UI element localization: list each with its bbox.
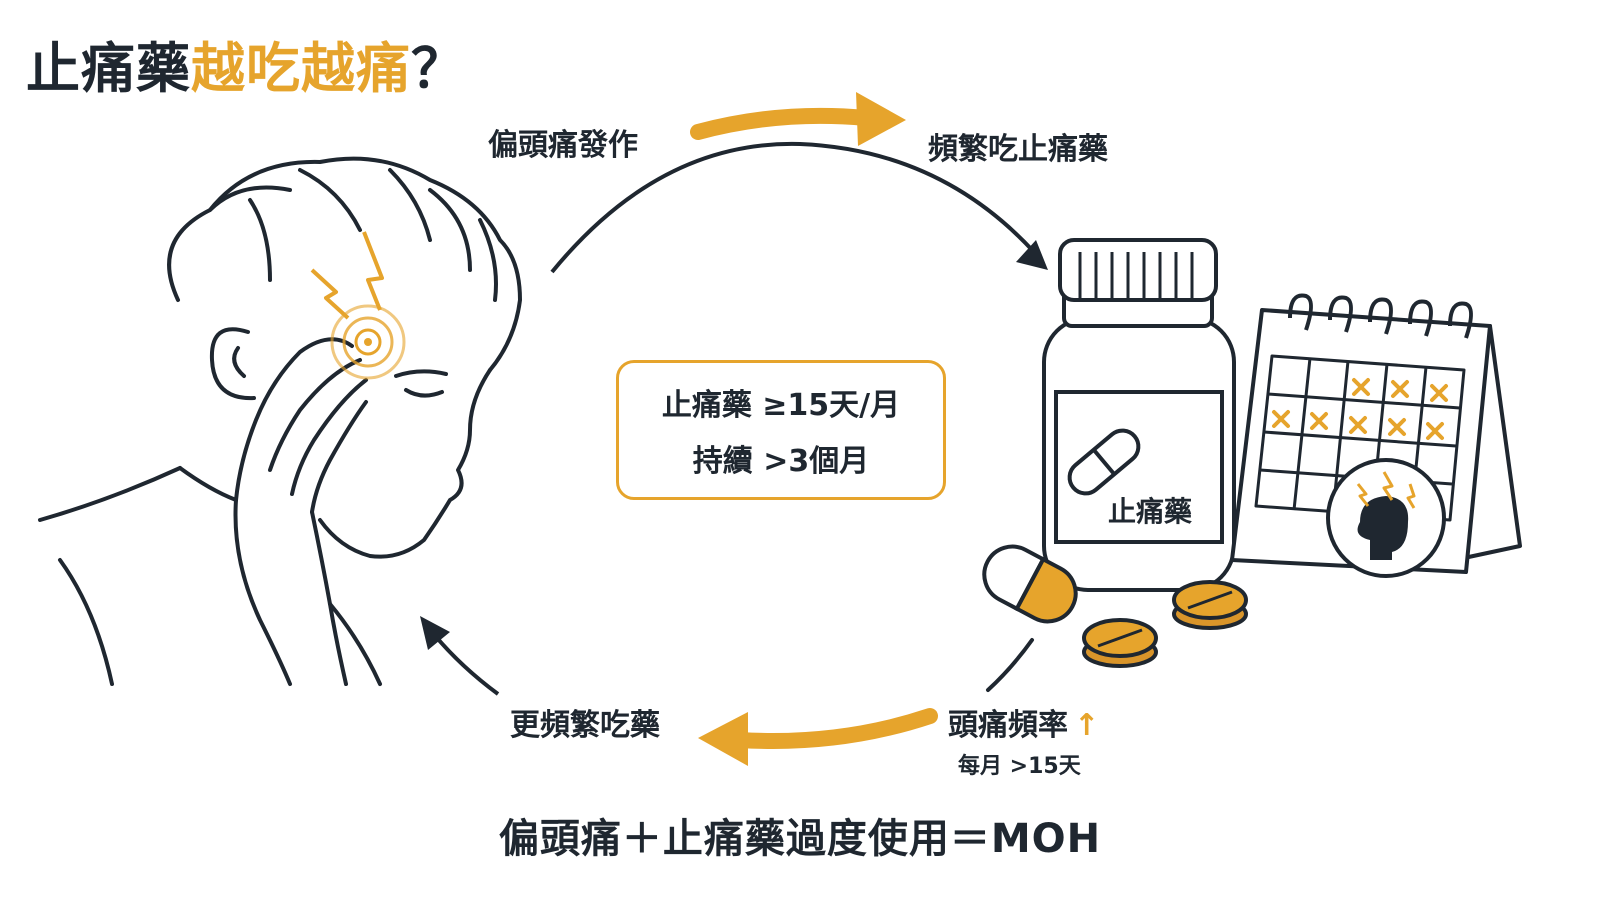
- cycle-step-frequent-meds: 頻繁吃止痛藥: [928, 132, 1108, 167]
- arrow-up-icon: ↑: [1074, 708, 1100, 743]
- tablet-icon: [1082, 580, 1248, 668]
- page-title: 止痛藥越吃越痛？: [26, 24, 466, 103]
- top-orange-arrow: [690, 92, 906, 146]
- cycle-step-frequency-up: 頭痛頻率↑: [948, 700, 1099, 744]
- cycle-frequency-detail: 每月 >15天: [958, 754, 1081, 779]
- capsule-icon: [982, 544, 1078, 624]
- bottom-right-cycle-stroke: [986, 638, 1034, 692]
- migraine-person-illustration: [38, 156, 522, 686]
- criteria-line-1: 止痛藥 ≥15天/月: [661, 388, 901, 423]
- pill-bottle-icon: [1042, 238, 1236, 592]
- title-question-mark: ？: [411, 37, 466, 100]
- criteria-line-2: 持續 >3個月: [692, 444, 870, 479]
- title-part-1: 止痛藥: [26, 37, 191, 100]
- moh-formula: 偏頭痛＋止痛藥過度使用＝MOH: [498, 816, 1102, 862]
- bottom-orange-arrow: [698, 708, 938, 766]
- pill-bottle-label: 止痛藥: [1108, 495, 1193, 528]
- lightning-bolt-icon: [310, 231, 384, 320]
- cycle-step-migraine: 偏頭痛發作: [488, 128, 638, 163]
- cycle-step-more-meds: 更頻繁吃藥: [510, 708, 660, 743]
- bottom-left-cycle-arrow: [420, 616, 500, 696]
- calendar-icon: [1230, 293, 1522, 578]
- title-part-accent: 越吃越痛: [191, 37, 411, 100]
- pain-point-icon: [330, 304, 406, 380]
- frequency-up-label: 頭痛頻率: [948, 708, 1068, 743]
- moh-criteria-box: 止痛藥 ≥15天/月 持續 >3個月: [616, 360, 946, 500]
- top-cycle-arrow: [550, 141, 1048, 274]
